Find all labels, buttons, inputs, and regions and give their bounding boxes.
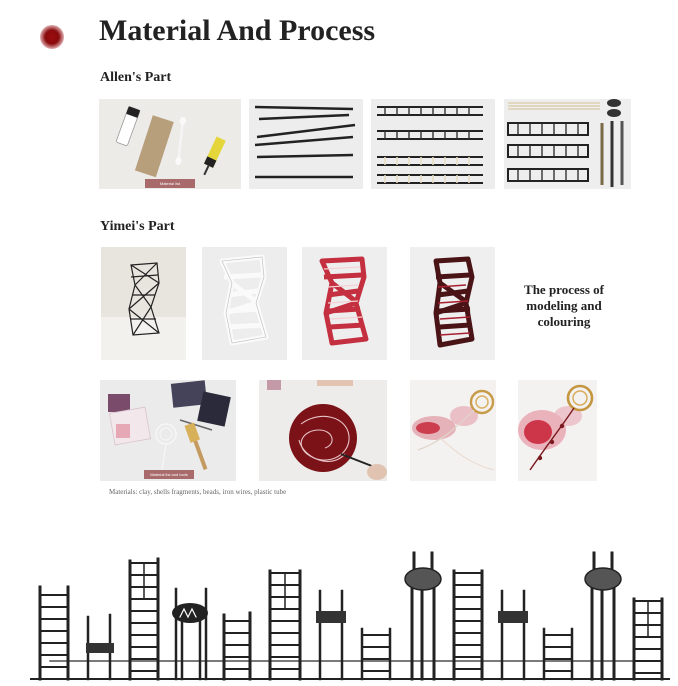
- allen-section-label: Allen's Part: [100, 70, 172, 85]
- yimei-wire-frame-photo: [101, 247, 186, 360]
- ladder-skyline-illustration: [29, 545, 671, 681]
- allen-ladder-parts-photo: [504, 99, 631, 189]
- yimei-materials-tools-photo: Material list and tools: [100, 380, 236, 481]
- yimei-red-beads-photo: [518, 380, 597, 481]
- yimei-materials-tag: Material list and tools: [144, 470, 194, 479]
- yimei-clay-rose-photo: [259, 380, 387, 481]
- materials-caption: Materials: clay, shells fragments, beads…: [109, 488, 287, 496]
- allen-ladders-photo: [371, 99, 495, 189]
- yimei-dark-painted-photo: [410, 247, 495, 360]
- red-dot-icon: [40, 25, 64, 49]
- yimei-red-watercolor-photo: [410, 380, 496, 481]
- allen-rods-photo: [249, 99, 363, 189]
- process-note: The process of modeling and colouring: [524, 282, 604, 329]
- page-title: Material And Process: [99, 14, 376, 47]
- allen-materials-photo: Material list: [99, 99, 241, 189]
- yimei-section-label: Yimei's Part: [100, 219, 175, 234]
- yimei-white-clay-photo: [202, 247, 287, 360]
- yimei-red-painted-photo: [302, 247, 387, 360]
- allen-materials-tag: Material list: [145, 179, 195, 188]
